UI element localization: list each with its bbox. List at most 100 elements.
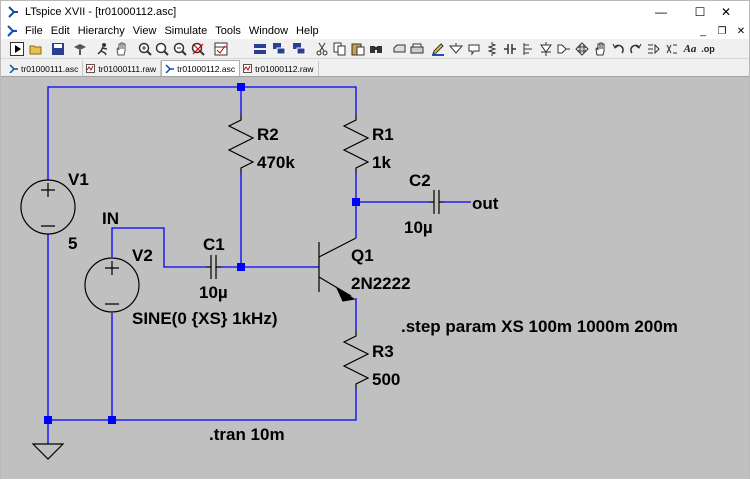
drag-icon[interactable]	[592, 41, 608, 57]
q1-symbol[interactable]	[318, 237, 357, 302]
r3-symbol[interactable]	[342, 330, 370, 390]
maximize-window-button[interactable]: ☐	[677, 1, 723, 23]
tab-label: tr01000111.asc	[21, 63, 79, 74]
schematic-canvas[interactable]: V1 5 IN V2 SINE(0 {XS} 1kHz) C1 10µ R2 4…	[1, 76, 749, 479]
menu-file[interactable]: File	[25, 25, 43, 37]
tab-label: tr01000111.raw	[98, 63, 157, 74]
print-icon[interactable]	[409, 41, 425, 57]
r1-name: R1	[372, 125, 394, 144]
cascade-icon[interactable]	[271, 41, 287, 57]
minimize-window-button[interactable]: —	[638, 1, 684, 23]
r2-name: R2	[257, 125, 279, 144]
spice-directive-icon[interactable]	[664, 41, 680, 57]
zoom-in-icon[interactable]	[137, 41, 153, 57]
zoom-fit-icon[interactable]	[190, 41, 206, 57]
menu-hierarchy[interactable]: Hierarchy	[77, 25, 125, 37]
ground-icon[interactable]	[448, 41, 464, 57]
document-tabs: tr01000111.asc tr01000111.raw tr01000112…	[1, 60, 749, 76]
r3-value: 500	[372, 370, 400, 389]
wire-in[interactable]	[111, 227, 206, 268]
capacitor-icon[interactable]	[502, 41, 518, 57]
c1-symbol[interactable]	[206, 255, 221, 279]
zoom-area-icon[interactable]	[154, 41, 170, 57]
mdi-minimize-button[interactable]: _	[694, 23, 712, 39]
open-icon[interactable]	[28, 41, 44, 57]
op-tool-button[interactable]: .op	[698, 41, 718, 57]
schematic-icon	[165, 64, 175, 73]
tab-label: tr01000112.raw	[255, 63, 314, 74]
net-label-out: out	[472, 194, 499, 213]
ground-symbol[interactable]	[31, 443, 65, 460]
pan-icon[interactable]	[113, 41, 129, 57]
v2-value: SINE(0 {XS} 1kHz)	[132, 309, 278, 328]
zoom-out-icon[interactable]	[172, 41, 188, 57]
tran-directive[interactable]: .tran 10m	[209, 425, 285, 444]
v1-symbol[interactable]	[20, 179, 76, 235]
wires[interactable]	[47, 86, 471, 444]
save-icon[interactable]	[50, 41, 66, 57]
junction	[108, 416, 116, 424]
tile-vertical-icon[interactable]	[252, 41, 268, 57]
settings-icon[interactable]	[72, 41, 88, 57]
pencil-icon[interactable]	[430, 41, 446, 57]
schematic-drawing[interactable]: V1 5 IN V2 SINE(0 {XS} 1kHz) C1 10µ R2 4…	[1, 77, 749, 480]
tile-icon[interactable]	[291, 41, 307, 57]
menu-edit[interactable]: Edit	[50, 25, 70, 37]
q1-value: 2N2222	[351, 274, 411, 293]
resistor-icon[interactable]	[484, 41, 500, 57]
text-tool-button[interactable]: Aa	[682, 41, 698, 57]
inductor-icon[interactable]	[520, 41, 536, 57]
menu-simulate[interactable]: Simulate	[164, 25, 208, 37]
document-icon[interactable]	[5, 24, 19, 38]
find-icon[interactable]	[368, 41, 384, 57]
paste-icon[interactable]	[350, 41, 366, 57]
mdi-restore-button[interactable]: ❐	[713, 23, 731, 39]
r1-symbol[interactable]	[342, 114, 370, 174]
close-icon: ✕	[720, 5, 732, 19]
tab-tr01000111-raw[interactable]: tr01000111.raw	[83, 61, 162, 76]
menu-tools[interactable]: Tools	[215, 25, 241, 37]
title-bar: LTspice XVII - [tr01000112.asc]	[1, 1, 749, 23]
wire-top[interactable]	[47, 86, 357, 180]
close-window-button[interactable]: ✕	[703, 1, 749, 23]
print-preview-icon[interactable]	[391, 41, 407, 57]
ltspice-app-icon	[6, 5, 20, 19]
menu-help[interactable]: Help	[296, 25, 319, 37]
diode-icon[interactable]	[538, 41, 554, 57]
redo-icon[interactable]	[628, 41, 644, 57]
schematic-icon	[9, 64, 18, 73]
menu-view[interactable]: View	[132, 25, 157, 37]
cut-icon[interactable]	[314, 41, 330, 57]
v2-name: V2	[132, 246, 153, 265]
c2-symbol[interactable]	[429, 190, 444, 214]
tab-tr01000111-asc[interactable]: tr01000111.asc	[6, 61, 84, 76]
menu-window[interactable]: Window	[248, 25, 289, 37]
step-directive[interactable]: .step param XS 100m 1000m 200m	[401, 317, 678, 336]
move-icon[interactable]	[574, 41, 590, 57]
mdi-close-icon: ✕	[736, 25, 746, 37]
v2-symbol[interactable]	[84, 257, 140, 313]
mdi-close-button[interactable]: ✕	[732, 23, 750, 39]
tile-horizontal-icon[interactable]	[213, 41, 229, 57]
c1-name: C1	[203, 235, 225, 254]
r1-value: 1k	[372, 153, 391, 172]
c2-value: 10µ	[404, 218, 433, 237]
text-icon[interactable]	[646, 41, 662, 57]
tab-tr01000112-asc[interactable]: tr01000112.asc	[161, 60, 241, 76]
v1-name: V1	[68, 170, 89, 189]
q1-name: Q1	[351, 246, 374, 265]
undo-icon[interactable]	[610, 41, 626, 57]
wire-r3-gnd[interactable]	[48, 390, 357, 421]
r2-symbol[interactable]	[227, 114, 255, 174]
run-icon[interactable]	[9, 41, 25, 57]
copy-icon[interactable]	[332, 41, 348, 57]
maximize-icon: ☐	[694, 5, 706, 19]
label-icon[interactable]	[466, 41, 482, 57]
component-icon[interactable]	[556, 41, 572, 57]
mdi-restore-icon: ❐	[717, 25, 727, 37]
tab-label: tr01000112.asc	[177, 63, 236, 74]
halt-icon[interactable]	[95, 41, 111, 57]
tab-tr01000112-raw[interactable]: tr01000112.raw	[240, 61, 319, 76]
net-label-in: IN	[102, 209, 119, 228]
v1-value: 5	[68, 234, 77, 253]
